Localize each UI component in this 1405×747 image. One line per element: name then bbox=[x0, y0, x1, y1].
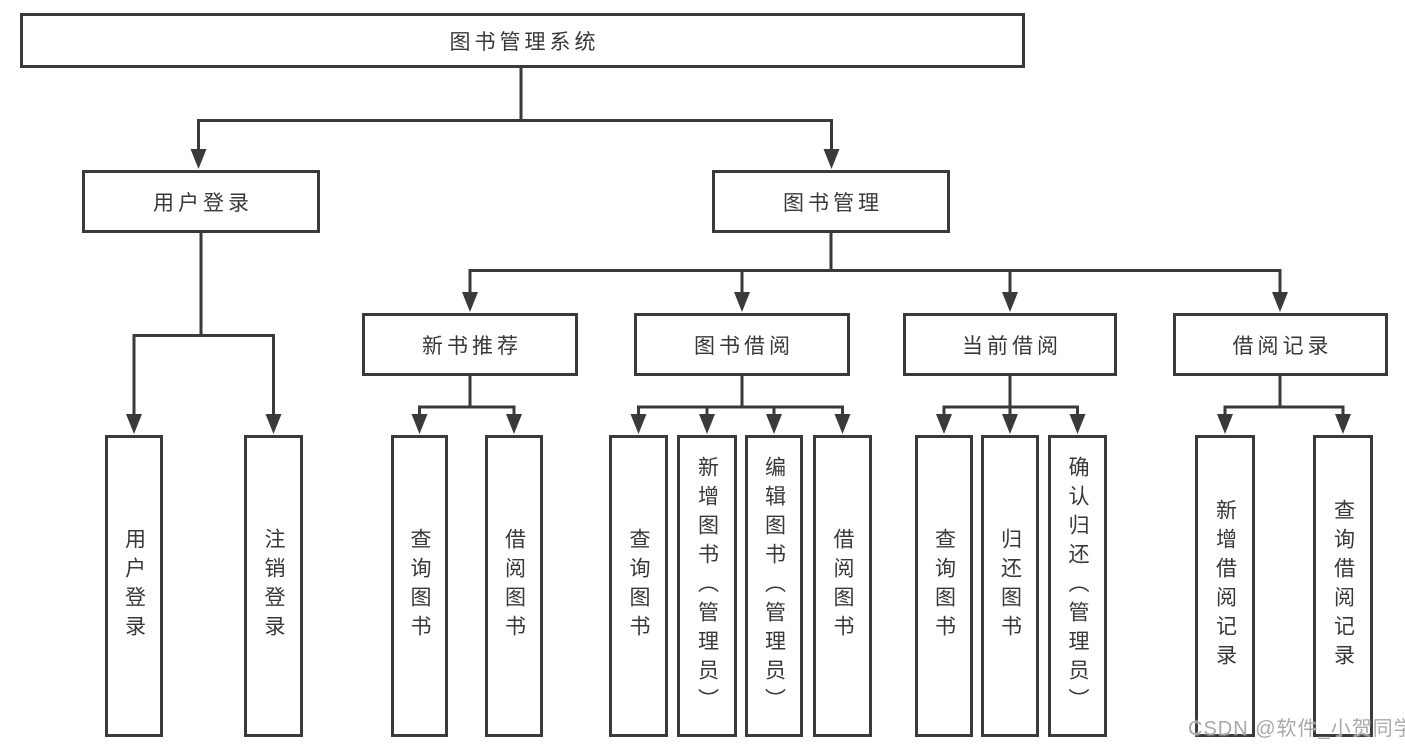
arrowheads bbox=[126, 149, 1351, 434]
node-root: 图书管理系统 bbox=[20, 13, 1025, 68]
node-book-management: 图书管理 bbox=[712, 170, 950, 233]
leaf-currentborrow-return-books: 归还图书 bbox=[981, 435, 1039, 737]
leaf-currentborrow-confirm-return-admin: 确认归还（管理员） bbox=[1048, 435, 1107, 737]
leaf-user-login: 用户登录 bbox=[105, 435, 163, 737]
node-borrow-records: 借阅记录 bbox=[1173, 313, 1388, 376]
leaf-user-logout: 注销登录 bbox=[244, 435, 303, 737]
leaf-records-query-borrow-record: 查询借阅记录 bbox=[1313, 435, 1373, 737]
watermark: CSDN @软件_小贺同学 bbox=[1188, 718, 1405, 740]
leaf-records-add-borrow-record: 新增借阅记录 bbox=[1195, 435, 1255, 737]
leaf-bookborrow-borrow-books: 借阅图书 bbox=[813, 435, 872, 737]
node-current-borrow: 当前借阅 bbox=[903, 313, 1117, 376]
node-user-login-branch: 用户登录 bbox=[82, 170, 320, 233]
node-book-borrow: 图书借阅 bbox=[634, 313, 850, 376]
leaf-bookborrow-add-books-admin: 新增图书（管理员） bbox=[677, 435, 737, 737]
leaf-bookborrow-query-books: 查询图书 bbox=[609, 435, 668, 737]
node-new-books: 新书推荐 bbox=[362, 313, 578, 376]
leaf-newbooks-borrow-books: 借阅图书 bbox=[485, 435, 543, 737]
leaf-currentborrow-query-books: 查询图书 bbox=[915, 435, 973, 737]
leaf-newbooks-query-books: 查询图书 bbox=[391, 435, 448, 737]
leaf-bookborrow-edit-books-admin: 编辑图书（管理员） bbox=[745, 435, 803, 737]
